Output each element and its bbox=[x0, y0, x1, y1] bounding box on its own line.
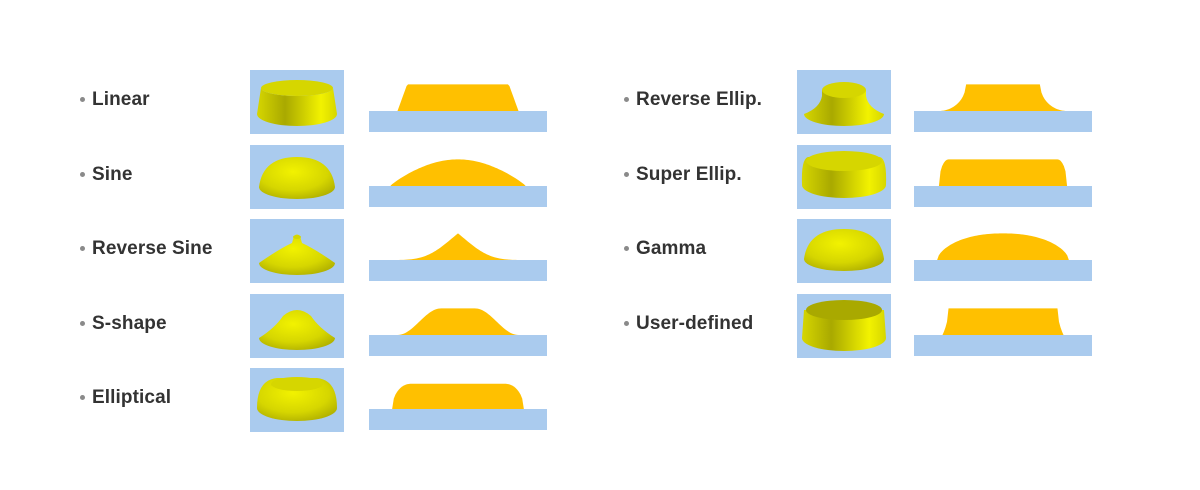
elliptical-profile-svg bbox=[369, 383, 547, 430]
s-shape-profile-svg bbox=[369, 307, 547, 356]
gamma-profile-svg bbox=[914, 233, 1092, 281]
linear-top bbox=[261, 80, 333, 96]
profile-label: Reverse Ellip. bbox=[636, 89, 763, 110]
super-ellip-top bbox=[806, 150, 882, 171]
reverse-sine-3d-svg bbox=[259, 234, 335, 275]
elliptical-top bbox=[271, 377, 323, 391]
reverse-sine-profile-shape bbox=[393, 233, 523, 260]
profile-label: Sine bbox=[92, 163, 133, 185]
user-defined-profile-shape bbox=[942, 307, 1064, 335]
s-shape-cross-section bbox=[369, 294, 547, 358]
super-ellip-cross-section bbox=[914, 145, 1092, 209]
reverse-ellip-top bbox=[822, 82, 866, 98]
reverse-ellip-profile-substrate bbox=[914, 111, 1092, 132]
linear-3d-svg bbox=[257, 80, 337, 126]
gamma-3d-thumbnail bbox=[797, 219, 891, 283]
sine-3d-thumbnail bbox=[250, 144, 344, 209]
user-defined-3d-svg bbox=[802, 299, 886, 351]
gamma-dome bbox=[804, 229, 884, 271]
profile-row-linear: Linear bbox=[80, 70, 240, 134]
reverse-sine-profile-svg bbox=[369, 233, 547, 281]
s-shape-profile-substrate bbox=[369, 334, 547, 356]
super-ellip-profile-shape bbox=[938, 158, 1068, 186]
profile-row-elliptical: Elliptical bbox=[80, 368, 240, 432]
profile-label: User-defined bbox=[636, 312, 754, 334]
profile-label: Reverse Sine bbox=[92, 238, 213, 259]
elliptical-3d-svg bbox=[257, 377, 337, 421]
bullet-icon bbox=[80, 320, 85, 326]
elliptical-cross-section bbox=[369, 368, 547, 432]
sine-profile-shape bbox=[390, 158, 526, 186]
s-shape-profile-shape bbox=[397, 307, 519, 335]
profile-label: Linear bbox=[92, 89, 150, 110]
profile-row-gamma: Gamma bbox=[624, 219, 784, 283]
bullet-icon bbox=[80, 171, 85, 177]
gamma-profile-shape bbox=[937, 233, 1069, 260]
super-ellip-profile-substrate bbox=[914, 185, 1092, 207]
linear-profile-substrate bbox=[369, 111, 547, 132]
profile-label: Super Ellip. bbox=[636, 163, 742, 185]
bullet-icon bbox=[624, 171, 629, 177]
sine-dome bbox=[259, 156, 335, 199]
bullet-icon bbox=[624, 246, 629, 251]
profile-row-reverse-sine: Reverse Sine bbox=[80, 219, 240, 283]
linear-3d-thumbnail bbox=[250, 70, 344, 134]
super-ellip-3d-thumbnail bbox=[797, 144, 891, 209]
s-shape-dome bbox=[259, 309, 335, 350]
bullet-icon bbox=[624, 97, 629, 102]
user-defined-cross-section bbox=[914, 294, 1092, 358]
profile-label: S-shape bbox=[92, 312, 167, 334]
profile-row-super-ellip: Super Ellip. bbox=[624, 145, 784, 209]
user-defined-top bbox=[806, 299, 882, 320]
linear-side bbox=[257, 88, 337, 126]
user-defined-profile-substrate bbox=[914, 334, 1092, 356]
elliptical-3d-thumbnail bbox=[250, 368, 344, 432]
sine-profile-substrate bbox=[369, 185, 547, 207]
profile-label: Elliptical bbox=[92, 387, 172, 408]
sine-3d-svg bbox=[259, 156, 335, 199]
user-defined-side bbox=[802, 309, 886, 351]
reverse-sine-dome bbox=[259, 234, 335, 275]
reverse-ellip-side bbox=[804, 90, 884, 126]
profile-label: Gamma bbox=[636, 238, 707, 259]
profile-row-reverse-ellip: Reverse Ellip. bbox=[624, 70, 784, 134]
profile-row-user-defined: User-defined bbox=[624, 294, 784, 358]
super-ellip-3d-svg bbox=[801, 150, 887, 198]
reverse-sine-cross-section bbox=[369, 219, 547, 283]
s-shape-3d-svg bbox=[259, 309, 335, 350]
reverse-sine-tip bbox=[293, 235, 301, 239]
reverse-sine-profile-substrate bbox=[369, 260, 547, 281]
reverse-ellip-profile-shape bbox=[938, 84, 1068, 111]
linear-profile-shape bbox=[397, 84, 519, 111]
reverse-ellip-cross-section bbox=[914, 70, 1092, 134]
bullet-icon bbox=[80, 246, 85, 251]
bullet-icon bbox=[80, 395, 85, 400]
bullet-icon bbox=[80, 97, 85, 102]
linear-profile-svg bbox=[369, 84, 547, 132]
reverse-ellip-3d-thumbnail bbox=[797, 70, 891, 134]
bullet-icon bbox=[624, 320, 629, 326]
reverse-ellip-profile-svg bbox=[914, 84, 1092, 132]
linear-cross-section bbox=[369, 70, 547, 134]
reverse-ellip-3d-svg bbox=[804, 82, 884, 126]
user-defined-3d-thumbnail bbox=[797, 293, 891, 358]
elliptical-profile-shape bbox=[392, 383, 524, 409]
s-shape-3d-thumbnail bbox=[250, 293, 344, 358]
gamma-3d-svg bbox=[804, 229, 884, 271]
sine-cross-section bbox=[369, 145, 547, 209]
elliptical-profile-substrate bbox=[369, 409, 547, 430]
gamma-cross-section bbox=[914, 219, 1092, 283]
gamma-profile-substrate bbox=[914, 260, 1092, 281]
profile-row-s-shape: S-shape bbox=[80, 294, 240, 358]
reverse-sine-3d-thumbnail bbox=[250, 219, 344, 283]
sine-profile-svg bbox=[369, 158, 547, 207]
user-defined-profile-svg bbox=[914, 307, 1092, 356]
profile-row-sine: Sine bbox=[80, 145, 240, 209]
elliptical-dome bbox=[257, 378, 337, 421]
super-ellip-profile-svg bbox=[914, 158, 1092, 207]
